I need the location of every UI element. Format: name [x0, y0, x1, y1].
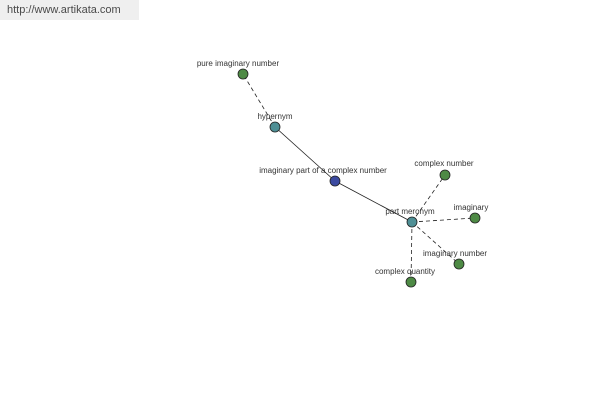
- label-complex-number[interactable]: complex number: [414, 159, 473, 168]
- label-imaginary-number[interactable]: imaginary number: [423, 249, 487, 258]
- node-imaginary[interactable]: [469, 212, 481, 224]
- label-complex-quantity[interactable]: complex quantity: [375, 267, 435, 276]
- label-center[interactable]: imaginary part of a complex number: [259, 166, 387, 175]
- edge-part-meronym-complex-quantity: [410, 221, 413, 283]
- node-pure-imaginary-number[interactable]: [237, 68, 249, 80]
- label-imaginary[interactable]: imaginary: [454, 203, 489, 212]
- edge-center-part-meronym: [334, 180, 413, 223]
- edge-hypernym-pure-imaginary-number: [242, 73, 276, 128]
- site-watermark[interactable]: http://www.artikata.com: [0, 0, 139, 20]
- edge-part-meronym-complex-number: [411, 174, 446, 223]
- node-part-meronym[interactable]: [406, 216, 418, 228]
- node-complex-number[interactable]: [439, 169, 451, 181]
- label-part-meronym[interactable]: part meronym: [385, 207, 435, 216]
- node-imaginary-number[interactable]: [453, 258, 465, 270]
- node-center[interactable]: [329, 175, 341, 187]
- label-hypernym[interactable]: hypernym: [257, 112, 292, 121]
- label-pure-imaginary-number[interactable]: pure imaginary number: [197, 59, 280, 68]
- edge-center-hypernym: [274, 126, 336, 182]
- node-hypernym[interactable]: [269, 121, 281, 133]
- node-complex-quantity[interactable]: [405, 276, 417, 288]
- edge-part-meronym-imaginary: [411, 217, 476, 223]
- edge-part-meronym-imaginary-number: [411, 221, 460, 265]
